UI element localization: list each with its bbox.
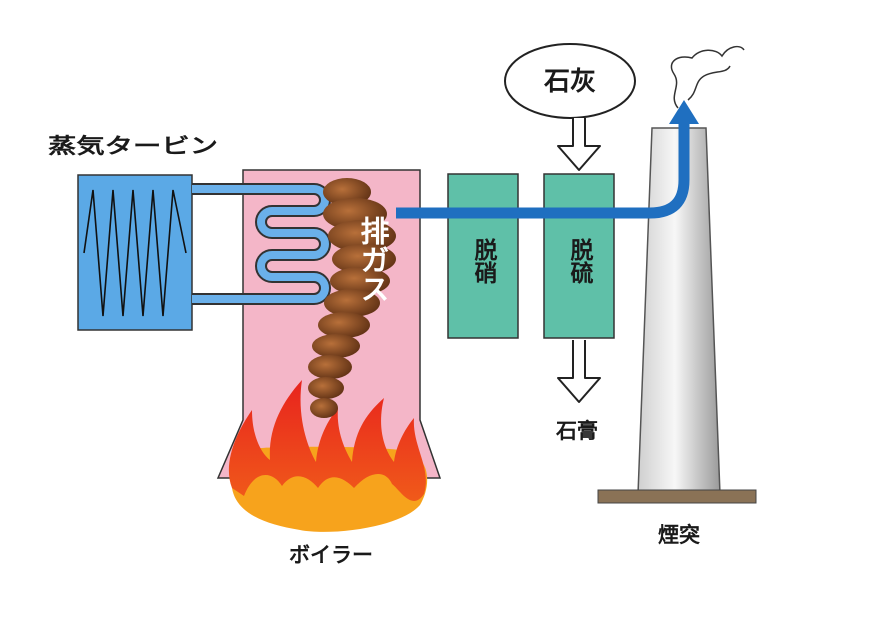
steam-wisp-icon <box>670 45 745 109</box>
chimney-label: 煙突 <box>658 523 700 547</box>
lime-bubble <box>504 43 636 119</box>
desulfurization-label: 脱硫 <box>566 237 594 285</box>
gypsum-label: 石膏 <box>555 419 598 443</box>
exhaust-gas-label: 排ガス <box>356 216 390 303</box>
gas-flow-arrowhead <box>669 100 699 124</box>
gas-flow-arrow <box>396 100 699 219</box>
denitration-label: 脱硝 <box>470 237 498 285</box>
flame-icon <box>228 380 428 532</box>
gypsum-arrow <box>557 340 601 403</box>
steam-turbine-box <box>77 174 193 331</box>
lime-arrow <box>557 118 601 171</box>
chimney-base <box>597 489 757 504</box>
lime-label: 石灰 <box>543 67 596 97</box>
desulfurization-unit <box>543 173 615 339</box>
steam-pipe <box>192 183 331 305</box>
steam-turbine-label: 蒸気タービン <box>48 134 218 158</box>
chimney <box>597 127 757 504</box>
flame-outer <box>228 380 426 501</box>
boiler-label: ボイラー <box>289 543 373 567</box>
smoke-plume-icon <box>308 178 396 418</box>
steam-turbine <box>77 174 193 331</box>
denitration-unit <box>447 173 519 339</box>
zigzag-coil-icon <box>83 189 187 317</box>
